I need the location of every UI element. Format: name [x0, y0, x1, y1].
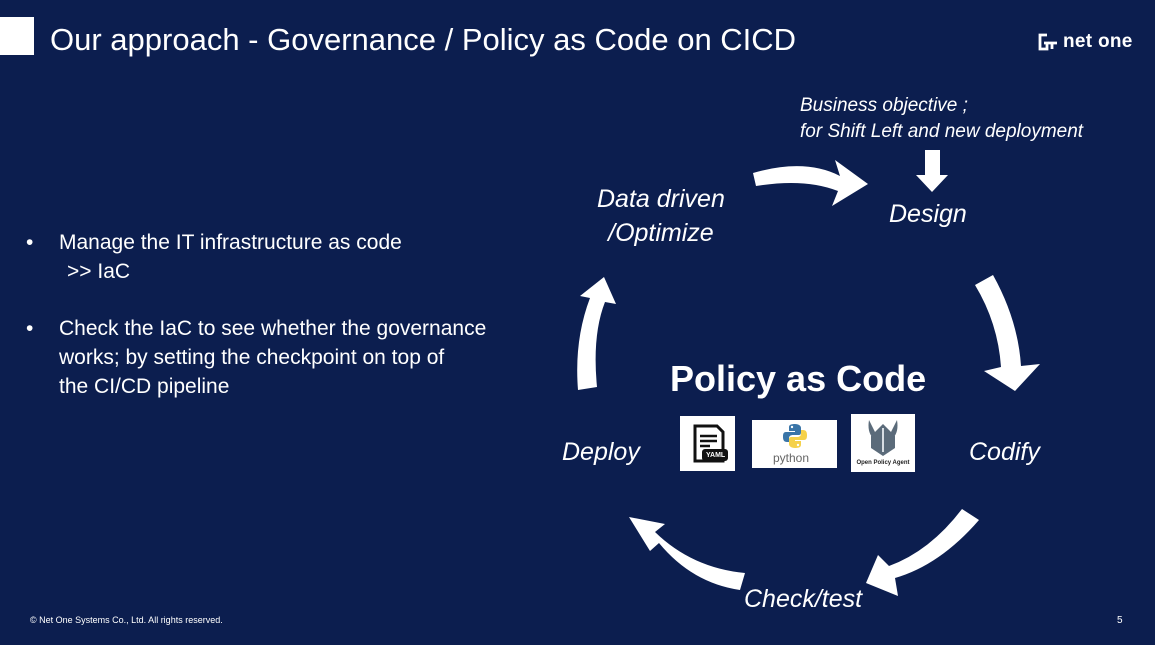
copyright-icon: © — [30, 615, 40, 625]
yaml-file-icon — [693, 424, 728, 463]
bullet-subline: >> IaC — [67, 260, 131, 283]
python-label: python — [773, 451, 810, 465]
logo-text: net one — [1063, 31, 1133, 52]
opa-tile: Open Policy Agent — [851, 414, 915, 472]
bullet-text: Check the IaC to see whether the governa… — [59, 314, 486, 401]
bullet-text: Manage the IT infrastructure as code >> … — [59, 228, 402, 286]
arrow-to-data-driven — [577, 277, 616, 390]
stage-data-driven: Data driven /Optimize — [597, 182, 725, 250]
open-policy-agent-icon — [868, 420, 898, 456]
company-logo: net one — [1037, 30, 1133, 54]
stage-design: Design — [889, 200, 967, 228]
bullet-line: works; by setting the checkpoint on top … — [59, 346, 445, 369]
arrow-to-deploy — [629, 517, 745, 590]
policy-as-code-title: Policy as Code — [670, 358, 927, 399]
bullet-line: the CI/CD pipeline — [59, 375, 230, 398]
stage-data-driven-line: Data driven — [597, 185, 725, 213]
opa-label: Open Policy Agent — [856, 460, 910, 466]
business-objective-line: for Shift Left and new deployment — [800, 121, 1084, 142]
copyright-text: Net One Systems Co., Ltd. All rights res… — [39, 615, 223, 625]
netone-logo-icon — [1038, 33, 1057, 51]
arrow-to-codify — [975, 275, 1040, 391]
arrow-to-check — [866, 509, 979, 596]
business-objective: Business objective ; for Shift Left and … — [800, 93, 1083, 145]
bullet-list: • Manage the IT infrastructure as code >… — [26, 228, 566, 429]
stage-data-driven-line: /Optimize — [608, 219, 714, 247]
python-logo-icon — [783, 424, 807, 448]
python-tile: python — [752, 420, 837, 468]
arrow-to-design — [753, 160, 868, 206]
yaml-label: YAML — [706, 452, 726, 459]
bullet-line: Check the IaC to see whether the governa… — [59, 317, 487, 340]
bullet-line: Manage the IT infrastructure as code — [59, 231, 402, 254]
arrow-down-icon — [916, 150, 948, 192]
stage-codify: Codify — [969, 438, 1040, 466]
bullet-dot: • — [26, 231, 34, 254]
page-number: 5 — [1117, 615, 1123, 626]
stage-check-test: Check/test — [744, 585, 863, 613]
yaml-tile: YAML — [680, 416, 735, 471]
business-objective-line: Business objective ; — [800, 95, 968, 116]
title-accent-block — [0, 17, 34, 55]
bullet-dot: • — [26, 317, 34, 340]
page-title: Our approach - Governance / Policy as Co… — [50, 22, 797, 57]
stage-deploy: Deploy — [562, 438, 640, 466]
bullet-item: • Manage the IT infrastructure as code >… — [26, 228, 566, 286]
copyright-footer: © Net One Systems Co., Ltd. All rights r… — [30, 615, 223, 625]
bullet-item: • Check the IaC to see whether the gover… — [26, 314, 566, 401]
